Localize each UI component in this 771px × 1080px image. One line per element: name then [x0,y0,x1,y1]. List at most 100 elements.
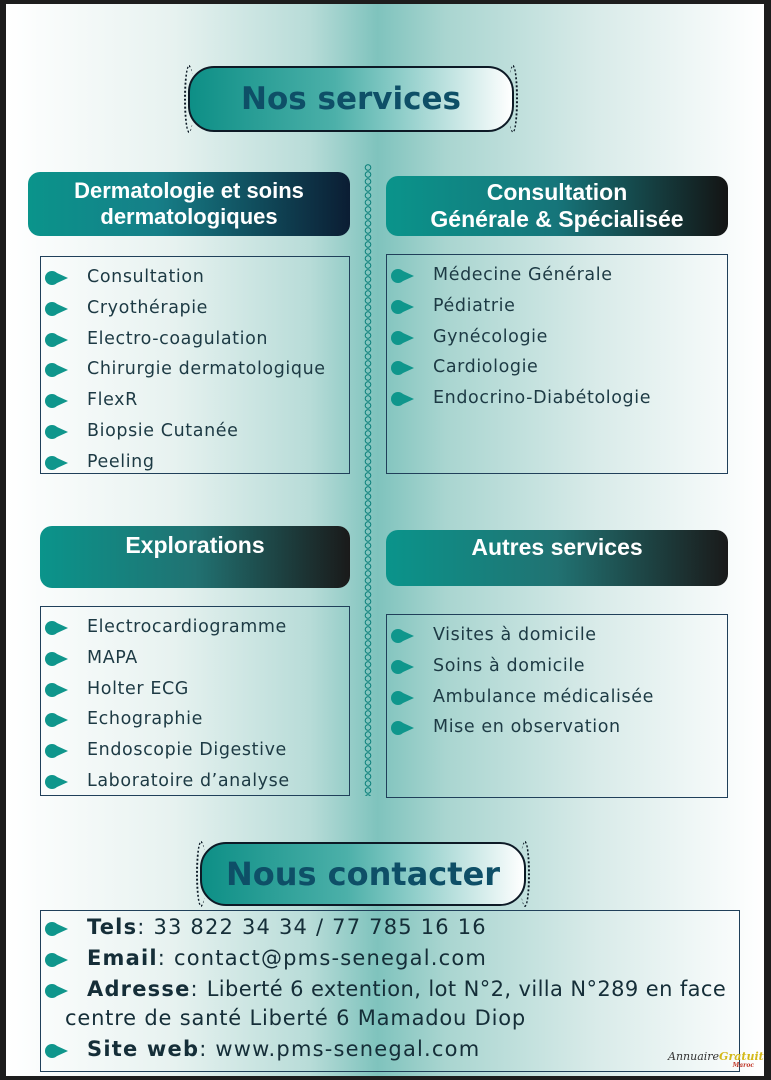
list-item-label: Electro-coagulation [87,328,269,349]
bullet-icon [45,620,69,636]
contact-title: Nous contacter [225,855,501,893]
bullet-icon [45,983,69,999]
section-title-consultation: Consultation Générale & Spécialisée [430,179,683,233]
contact-email-value: contact@pms-senegal.com [173,946,488,970]
contact-adresse-label: Adresse [87,977,191,1001]
contact-tels-value: 33 822 34 34 / 77 785 16 16 [153,915,487,939]
list-item-label: Endocrino-Diabétologie [433,388,652,409]
bullet-icon [391,330,415,346]
list-item-label: Chirurgie dermatologique [87,359,326,380]
contact-info-box: Tels: 33 822 34 34 / 77 785 16 16 Email:… [40,910,740,1072]
contact-adresse-value-line2: centre de santé Liberté 6 Mamadou Diop [65,1006,526,1030]
list-item: Peeling [41,447,349,478]
bullet-icon [391,659,415,675]
list-item: MAPA [41,643,349,674]
bullet-icon [391,360,415,376]
bullet-icon [391,720,415,736]
section-list-autres: Visites à domicile Soins à domicile Ambu… [386,614,728,798]
bullet-icon [45,455,69,471]
list-item: Chirurgie dermatologique [41,354,349,385]
list-item-label: Cryothérapie [87,297,209,318]
list-item: Pédiatrie [387,291,727,322]
section-title-line: Générale & Spécialisée [430,206,684,232]
list-item: Electrocardiogramme [41,612,349,643]
bullet-icon [45,393,69,409]
list-item-label: Visites à domicile [433,625,597,645]
contact-email-label: Email [87,946,158,970]
contact-tels-label: Tels [87,915,138,939]
bullet-icon [45,952,69,968]
bullet-icon [391,628,415,644]
bullet-icon [45,774,69,790]
bullet-icon [45,362,69,378]
list-item-label: Ambulance médicalisée [433,686,654,707]
list-item: Visites à domicile [387,620,727,651]
watermark-accent: Gratuit [719,1050,764,1063]
services-flyer: Nos services Dermatologie et soins derma… [6,4,764,1076]
bullet-icon [391,299,415,315]
list-item-label: Laboratoire d’analyse [87,770,290,791]
list-item-label: Holter ECG [87,678,189,699]
section-header-dermatologie: Dermatologie et soins dermatologiques [28,172,350,236]
list-item-label: MAPA [87,647,138,668]
section-title-dermatologie: Dermatologie et soins dermatologiques [74,178,304,229]
list-item-label: Soins à domicile [433,655,586,676]
bullet-icon [45,1043,69,1059]
watermark-logo: AnnuaireGratuit Maroc [668,1050,764,1070]
list-item: Gynécologie [387,322,727,353]
bullet-icon [45,743,69,759]
section-list-consultation: Médecine Générale Pédiatrie Gynécologie … [386,254,728,474]
bullet-icon [45,332,69,348]
bullet-icon [45,921,69,937]
list-item-label: FlexR [87,390,138,411]
section-title-line: Consultation [486,178,628,205]
bullet-icon [391,391,415,407]
list-item-label: Electrocardiogramme [87,617,287,637]
section-list-dermatologie: Consultation Cryothérapie Electro-coagul… [40,256,350,474]
list-item-label: Endoscopie Digestive [87,740,287,761]
bullet-icon [45,682,69,698]
list-item-label: Peeling [87,451,155,472]
section-title-explorations: Explorations [125,532,265,558]
list-item-label: Cardiologie [433,357,539,378]
column-divider [362,164,374,796]
section-title-autres: Autres services [471,534,643,560]
list-item: Médecine Générale [387,260,727,291]
bullet-icon [45,424,69,440]
list-item-label: Biopsie Cutanée [87,420,239,441]
list-item: Biopsie Cutanée [41,416,349,447]
list-item: Laboratoire d’analyse [41,766,349,797]
contact-adresse-value-line1: Liberté 6 extention, lot N°2, villa N°28… [206,977,727,1001]
list-item-label: Mise en observation [433,717,621,738]
bullet-icon [45,270,69,286]
list-item-label: Pédiatrie [433,295,516,316]
list-item-label: Gynécologie [433,326,549,347]
list-item: Cardiologie [387,352,727,383]
list-item-label: Médecine Générale [433,265,613,285]
list-item: Mise en observation [387,712,727,743]
list-item: Echographie [41,704,349,735]
section-header-consultation: Consultation Générale & Spécialisée [386,176,728,236]
section-list-explorations: Electrocardiogramme MAPA Holter ECG Echo… [40,606,350,796]
bullet-icon [45,651,69,667]
list-item: Endocrino-Diabétologie [387,383,727,414]
list-item: FlexR [41,385,349,416]
list-item: Endoscopie Digestive [41,735,349,766]
contact-site-label: Site web [87,1037,200,1061]
list-item: Cryothérapie [41,293,349,324]
section-header-autres: Autres services [386,530,728,586]
watermark-text: Annuaire [668,1050,720,1063]
services-title-banner: Nos services [184,65,518,133]
watermark-sub: Maroc [732,1062,754,1069]
contact-site-value: www.pms-senegal.com [215,1037,481,1061]
list-item: Consultation [41,262,349,293]
bullet-icon [45,301,69,317]
bullet-icon [45,712,69,728]
list-item-label: Consultation [87,267,205,287]
page-title: Nos services [241,81,461,117]
contact-title-banner: Nous contacter [196,841,530,907]
list-item: Electro-coagulation [41,324,349,355]
bullet-icon [391,690,415,706]
list-item-label: Echographie [87,709,203,730]
list-item: Holter ECG [41,674,349,705]
